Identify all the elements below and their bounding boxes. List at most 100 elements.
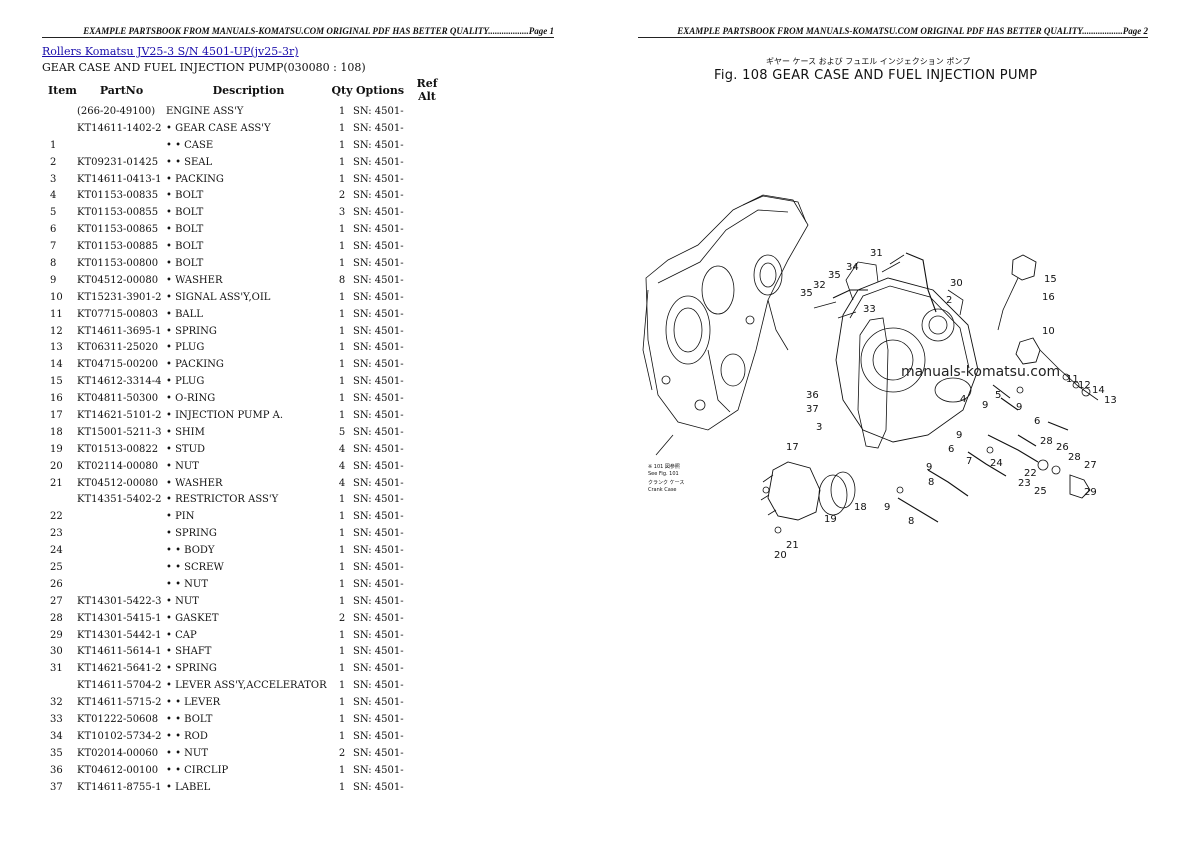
partno-cell: KT14612-3314-4 bbox=[77, 376, 162, 388]
item-cell: 26 bbox=[50, 578, 63, 590]
item-cell: 32 bbox=[50, 697, 63, 709]
options-cell: SN: 4501- bbox=[353, 207, 404, 219]
item-cell: 29 bbox=[50, 629, 63, 641]
description-cell: • SPRING bbox=[166, 325, 217, 337]
description-cell: • BOLT bbox=[166, 224, 204, 236]
ref-alt-cell bbox=[407, 660, 447, 677]
qty-cell: 1 bbox=[338, 122, 346, 134]
partno-cell: KT01153-00855 bbox=[77, 207, 159, 219]
item-cell: 31 bbox=[50, 663, 63, 675]
col-item: Item bbox=[48, 83, 77, 97]
options-cell: SN: 4501- bbox=[353, 460, 404, 472]
qty-cell: 1 bbox=[338, 680, 346, 692]
qty-cell: 1 bbox=[338, 156, 346, 168]
item-cell bbox=[42, 491, 77, 508]
options-cell: SN: 4501- bbox=[353, 561, 404, 573]
options-cell: SN: 4501- bbox=[353, 342, 404, 354]
partno-cell: KT04512-00080 bbox=[77, 477, 159, 489]
note-crank-jp: クランク ケース bbox=[648, 479, 684, 486]
options-cell: SN: 4501- bbox=[353, 393, 404, 405]
model-link[interactable]: Rollers Komatsu JV25-3 S/N 4501-UP(jv25-… bbox=[42, 45, 299, 58]
options-cell: SN: 4501- bbox=[353, 764, 404, 776]
note-see-fig-jp: ※ 101 図参照 bbox=[648, 463, 680, 470]
partno-cell: KT07715-00803 bbox=[77, 308, 159, 320]
partno-cell: KT10102-5734-2 bbox=[77, 730, 162, 742]
options-cell: SN: 4501- bbox=[353, 241, 404, 253]
options-cell: SN: 4501- bbox=[353, 139, 404, 151]
options-cell: SN: 4501- bbox=[353, 494, 404, 506]
ref-alt-cell bbox=[407, 525, 447, 542]
options-cell: SN: 4501- bbox=[353, 274, 404, 286]
ref-alt-cell bbox=[407, 508, 447, 525]
qty-cell: 1 bbox=[338, 139, 346, 151]
engine-block-drawing bbox=[642, 194, 809, 431]
options-cell: SN: 4501- bbox=[353, 190, 404, 202]
ref-alt-cell bbox=[407, 103, 447, 120]
svg-text:32: 32 bbox=[813, 280, 826, 291]
item-cell: 22 bbox=[50, 511, 63, 523]
ref-alt-cell bbox=[407, 542, 447, 559]
item-cell: 2 bbox=[50, 156, 57, 168]
qty-cell: 1 bbox=[338, 393, 346, 405]
svg-text:11: 11 bbox=[1066, 374, 1079, 385]
item-cell bbox=[42, 103, 77, 120]
item-cell: 33 bbox=[50, 714, 63, 725]
partno-cell bbox=[77, 525, 166, 542]
svg-text:28: 28 bbox=[1040, 436, 1053, 447]
qty-cell: 1 bbox=[338, 105, 346, 117]
ref-alt-cell bbox=[407, 711, 447, 728]
item-cell: 27 bbox=[50, 595, 63, 607]
description-cell: • PLUG bbox=[166, 342, 205, 354]
options-cell: SN: 4501- bbox=[353, 426, 404, 438]
svg-text:30: 30 bbox=[950, 278, 963, 289]
partno-cell bbox=[77, 576, 166, 593]
item-cell: 36 bbox=[50, 764, 63, 776]
partno-cell: KT04715-00200 bbox=[77, 359, 159, 371]
qty-cell: 1 bbox=[338, 595, 346, 607]
figure-title-jp: ギヤー ケース および フュエル インジェクション ポンプ bbox=[766, 57, 970, 66]
qty-cell: 1 bbox=[338, 511, 346, 523]
options-cell: SN: 4501- bbox=[353, 730, 404, 742]
options-cell: SN: 4501- bbox=[353, 714, 404, 725]
item-cell: 18 bbox=[50, 426, 63, 438]
ref-alt-cell bbox=[407, 593, 447, 610]
svg-text:35: 35 bbox=[800, 288, 813, 299]
qty-cell: 3 bbox=[338, 207, 346, 219]
options-cell: SN: 4501- bbox=[353, 697, 404, 709]
partno-cell: KT14611-5715-2 bbox=[77, 697, 162, 709]
item-cell bbox=[42, 120, 77, 137]
description-cell: • • SCREW bbox=[166, 561, 224, 573]
ref-alt-cell bbox=[407, 779, 447, 796]
description-cell: • CAP bbox=[166, 629, 197, 641]
col-options: Options bbox=[355, 83, 405, 97]
item-cell: 23 bbox=[50, 528, 63, 540]
options-cell: SN: 4501- bbox=[353, 409, 404, 421]
qty-cell: 1 bbox=[338, 730, 346, 742]
partno-cell: KT14351-5402-2 bbox=[77, 494, 162, 506]
page-header-right: EXAMPLE PARTSBOOK FROM MANUALS-KOMATSU.C… bbox=[638, 24, 1148, 38]
item-cell: 28 bbox=[50, 612, 63, 624]
item-cell: 19 bbox=[50, 443, 63, 455]
ref-alt-cell bbox=[407, 458, 447, 475]
options-cell: SN: 4501- bbox=[353, 376, 404, 388]
partno-cell: KT01153-00835 bbox=[77, 190, 159, 202]
partno-cell: KT02114-00080 bbox=[77, 460, 159, 472]
qty-cell: 1 bbox=[338, 308, 346, 320]
options-cell: SN: 4501- bbox=[353, 477, 404, 489]
description-cell: • WASHER bbox=[166, 274, 223, 286]
qty-cell: 1 bbox=[338, 325, 346, 337]
qty-cell: 4 bbox=[338, 460, 346, 472]
item-cell: 30 bbox=[50, 646, 63, 658]
qty-cell: 1 bbox=[338, 764, 346, 776]
item-cell: 17 bbox=[50, 409, 63, 421]
partno-cell bbox=[77, 137, 166, 154]
description-cell: • SPRING bbox=[166, 663, 217, 675]
